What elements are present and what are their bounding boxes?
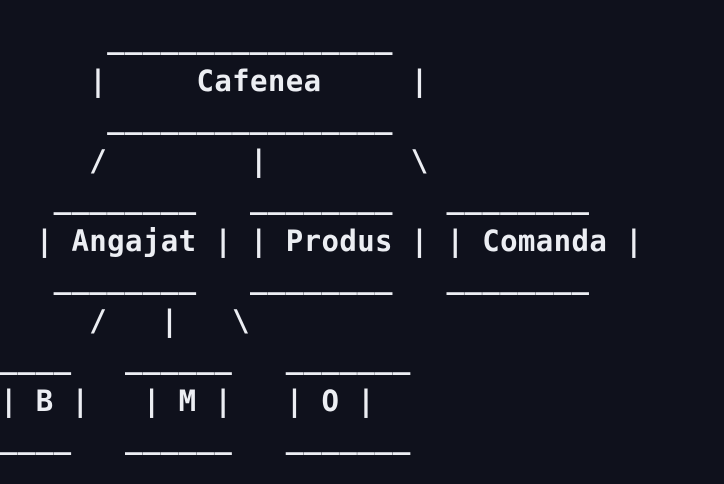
level1-boxes-bottom-border: ________ ________ ________ <box>0 261 590 295</box>
root-node-cafenea: | Cafenea | <box>0 64 429 98</box>
level2-boxes-bottom-border: ____ ______ _______ <box>0 421 411 455</box>
level1-boxes-top-border: ________ ________ ________ <box>0 181 590 215</box>
angajat-branch-connectors: / | \ <box>0 304 251 338</box>
level2-nodes: | B | | M | | O | <box>0 384 376 418</box>
level1-nodes: | Angajat | | Produs | | Comanda | <box>0 224 643 258</box>
root-branch-connectors: / | \ <box>0 144 429 178</box>
root-box-top-border: ________________ <box>0 21 393 55</box>
root-box-bottom-border: ________________ <box>0 101 393 135</box>
level2-boxes-top-border: ____ ______ _______ <box>0 341 411 375</box>
